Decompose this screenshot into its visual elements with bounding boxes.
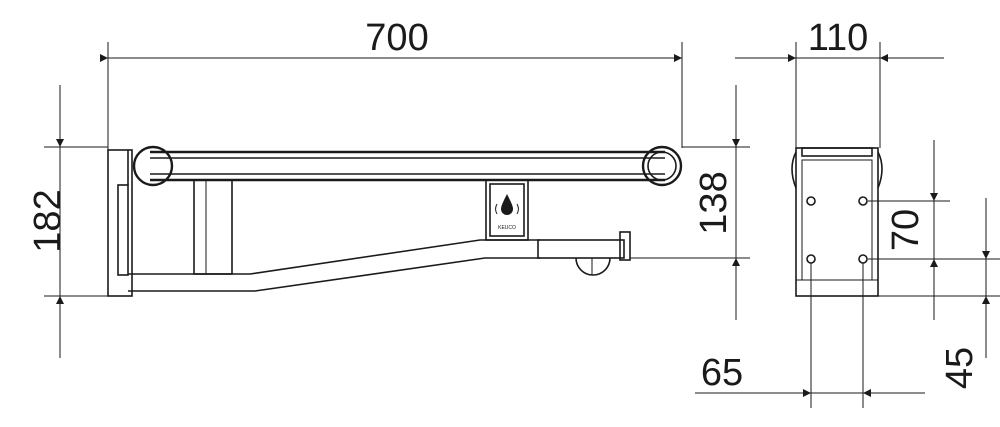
rail-end-cap-left	[132, 145, 174, 187]
lower-arm	[128, 239, 540, 292]
water-drop-sensor-icon	[495, 194, 519, 215]
mounting-holes	[806, 196, 868, 264]
dim-width: 700	[100, 17, 683, 150]
dim-hole-vertical: 70	[868, 140, 950, 320]
dim-65-label: 65	[701, 352, 743, 394]
dim-700-label: 700	[365, 17, 428, 59]
mounting-plate	[791, 147, 883, 297]
dim-45-label: 45	[939, 347, 981, 389]
dim-height-overall: 182	[27, 85, 108, 358]
mounting-hole	[858, 196, 868, 206]
mounting-hole	[806, 196, 816, 206]
mounting-hole	[858, 254, 868, 264]
dim-138-label: 138	[693, 171, 735, 234]
front-view: 110 70 45 65	[695, 17, 1000, 408]
brand-label: KEUCO	[498, 225, 516, 231]
flush-sensor-module: KEUCO	[485, 179, 529, 241]
dim-depth: 110	[735, 17, 944, 148]
paper-holder	[537, 231, 631, 276]
dim-70-label: 70	[885, 209, 927, 251]
upper-rail	[150, 150, 665, 182]
hinge-housing	[193, 179, 233, 275]
wall-plate	[107, 149, 133, 297]
rail-end-cap-right	[641, 145, 683, 187]
dim-hole-horizontal: 65	[695, 263, 925, 408]
dim-offset: 45	[878, 198, 1000, 389]
dim-height-rail: 138	[630, 85, 750, 320]
dim-110-label: 110	[808, 17, 869, 59]
mounting-hole	[806, 254, 816, 264]
side-view: KEUCO 700 182 138	[27, 17, 750, 358]
dim-182-label: 182	[27, 189, 69, 252]
